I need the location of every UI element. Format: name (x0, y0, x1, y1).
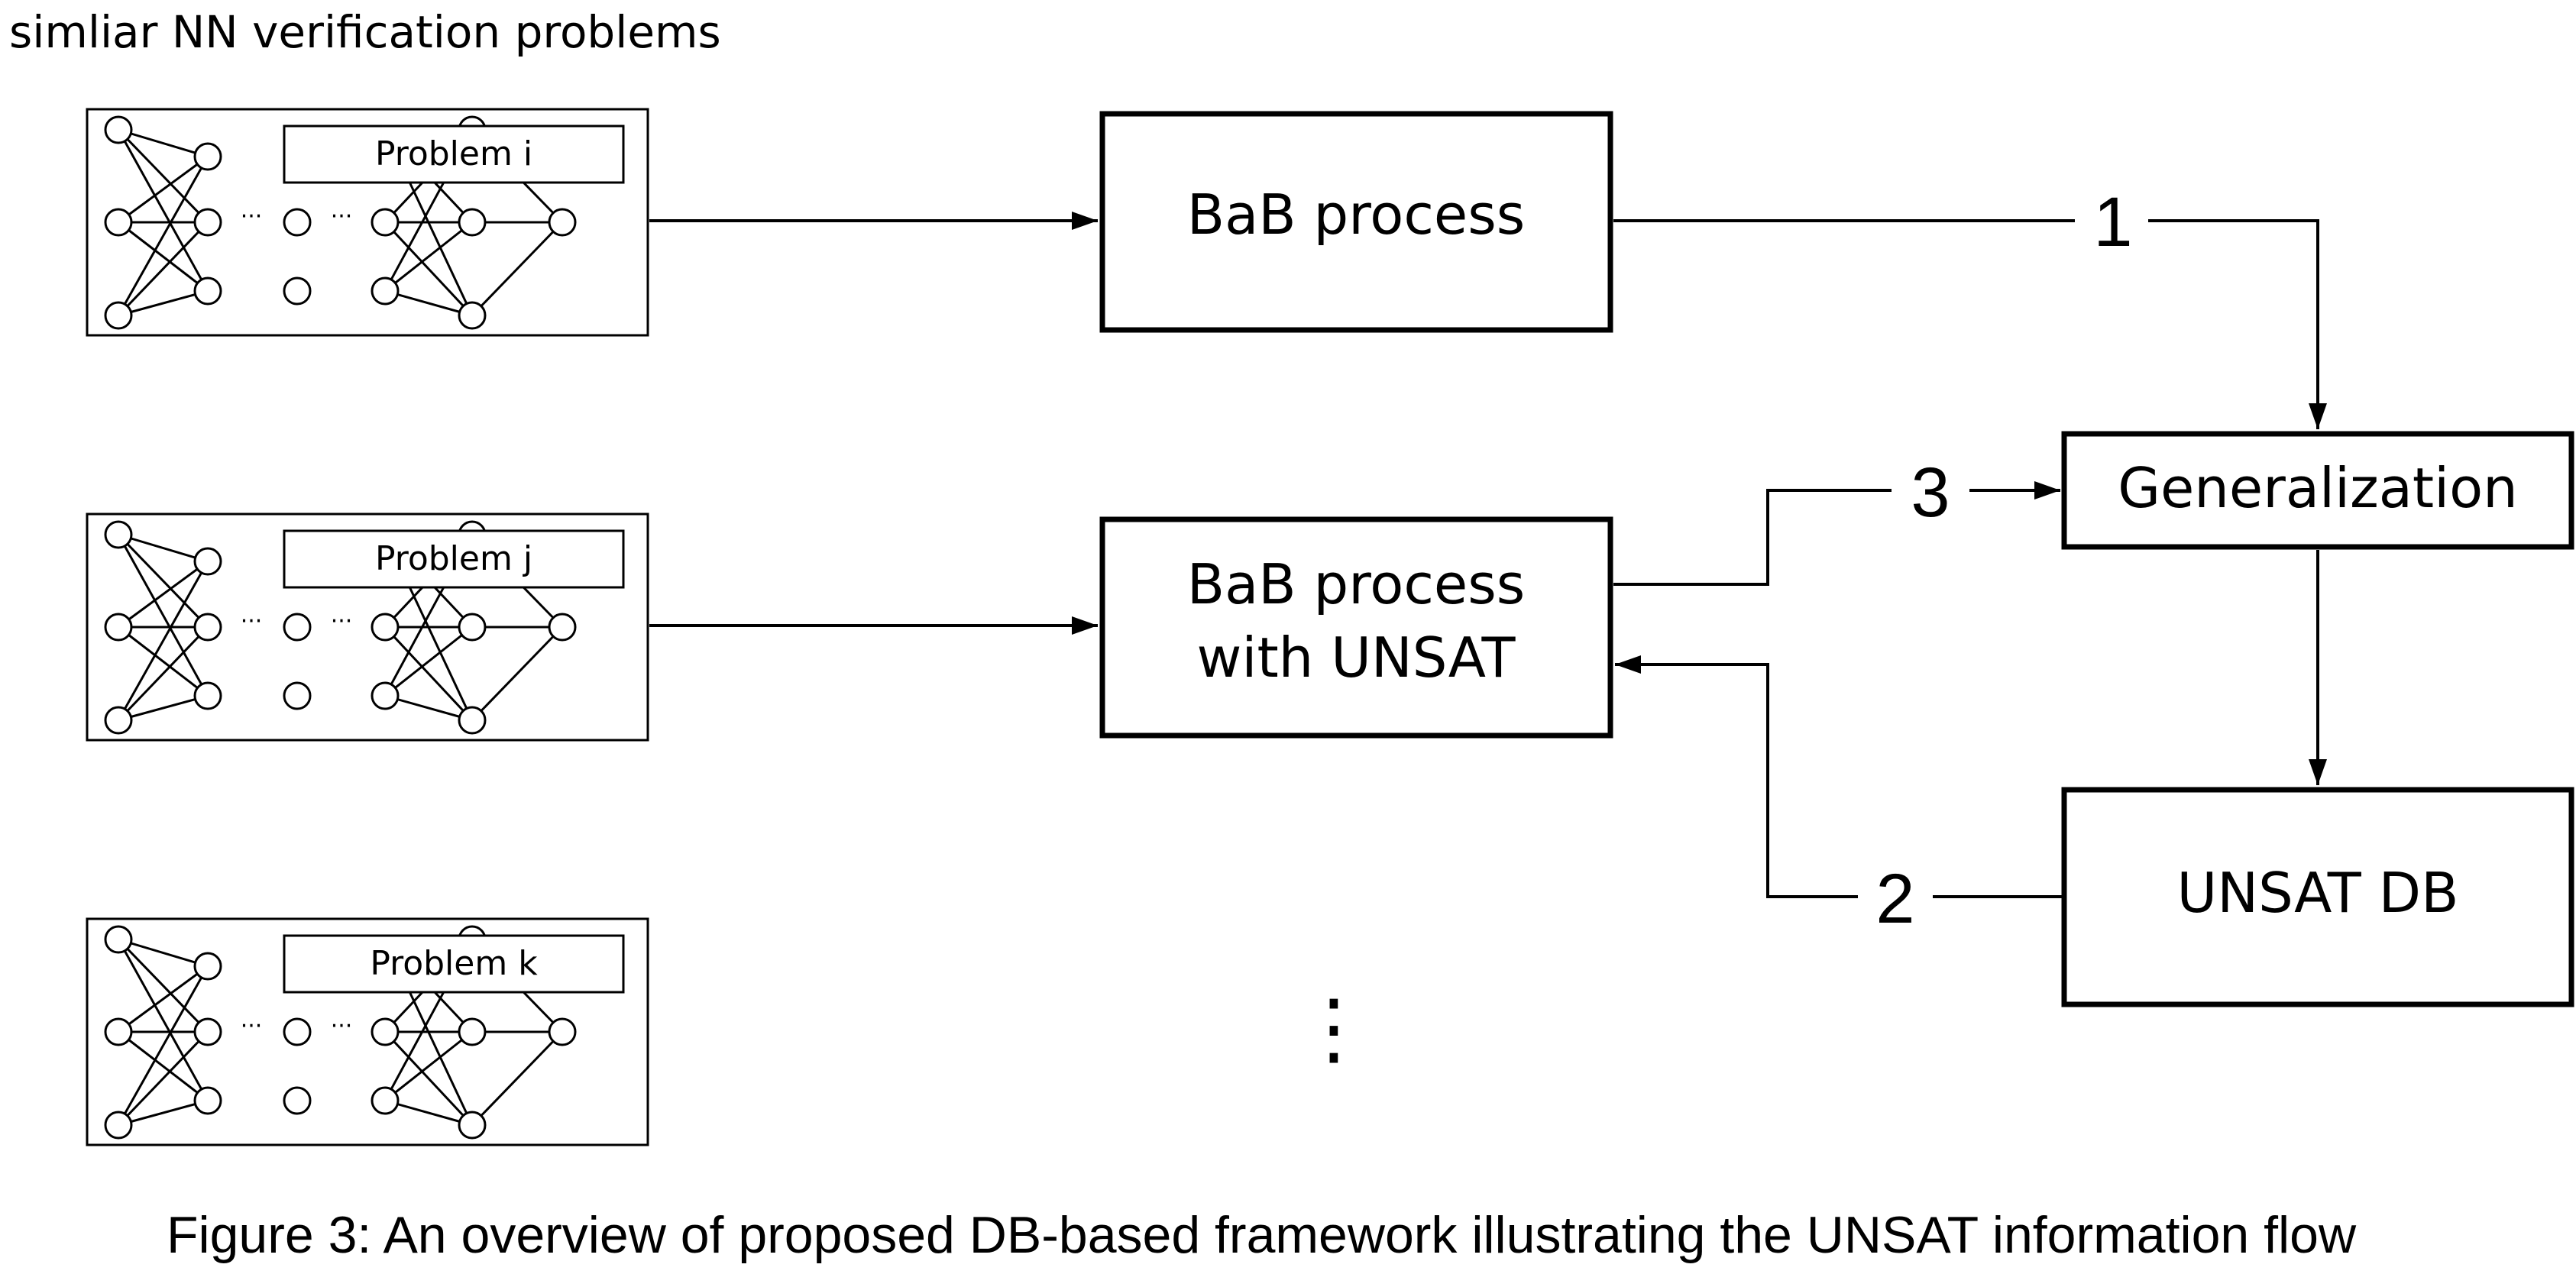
unsat-db-label: UNSAT DB (2177, 861, 2459, 925)
flow-2-path (1615, 655, 1858, 898)
bab-unsat-label-line2: with UNSAT (1197, 626, 1516, 690)
more-problems-ellipsis: ⋮ (1294, 981, 1374, 1075)
problem-ellipsis: ··· (331, 1013, 353, 1040)
problem-label: Problem k (370, 944, 538, 983)
bab-process-box: BaB process (1099, 111, 1613, 333)
bab-unsat-process-box: BaB process with UNSAT (1099, 516, 1613, 739)
problem-ellipsis: ··· (331, 203, 353, 230)
problem-ellipsis: ··· (241, 1013, 263, 1040)
problem-ellipsis: ··· (241, 608, 263, 635)
problem-label-box (283, 124, 625, 184)
flow-number-3: 3 (1911, 454, 1950, 532)
problem-label-box (283, 529, 625, 589)
problem-label-box (283, 934, 625, 994)
flow-number-1: 1 (2093, 183, 2132, 261)
unsat-db-box: UNSAT DB (2061, 787, 2574, 1007)
figure-caption: Figure 3: An overview of proposed DB-bas… (167, 1206, 2357, 1264)
bab-unsat-label-line1: BaB process (1187, 552, 1525, 616)
problem-ellipsis: ··· (241, 203, 263, 230)
generalization-label: Generalization (2118, 456, 2518, 520)
bab-process-label: BaB process (1187, 183, 1525, 247)
generalization-box: Generalization (2061, 431, 2574, 550)
flow-1-path (2148, 219, 2327, 429)
flow-3-path (1613, 489, 1892, 586)
problem-panel-i: ··· ··· Problem i (86, 108, 649, 337)
problem-panel-j: ··· ··· Problem j (86, 513, 649, 742)
problem-label: Problem i (375, 134, 532, 173)
flow-number-2: 2 (1875, 860, 1914, 938)
problem-panel-k: ··· ··· Problem k (86, 917, 649, 1146)
problem-ellipsis: ··· (331, 608, 353, 635)
problem-label: Problem j (375, 539, 532, 578)
problems-header: simliar NN verification problems (9, 6, 721, 58)
